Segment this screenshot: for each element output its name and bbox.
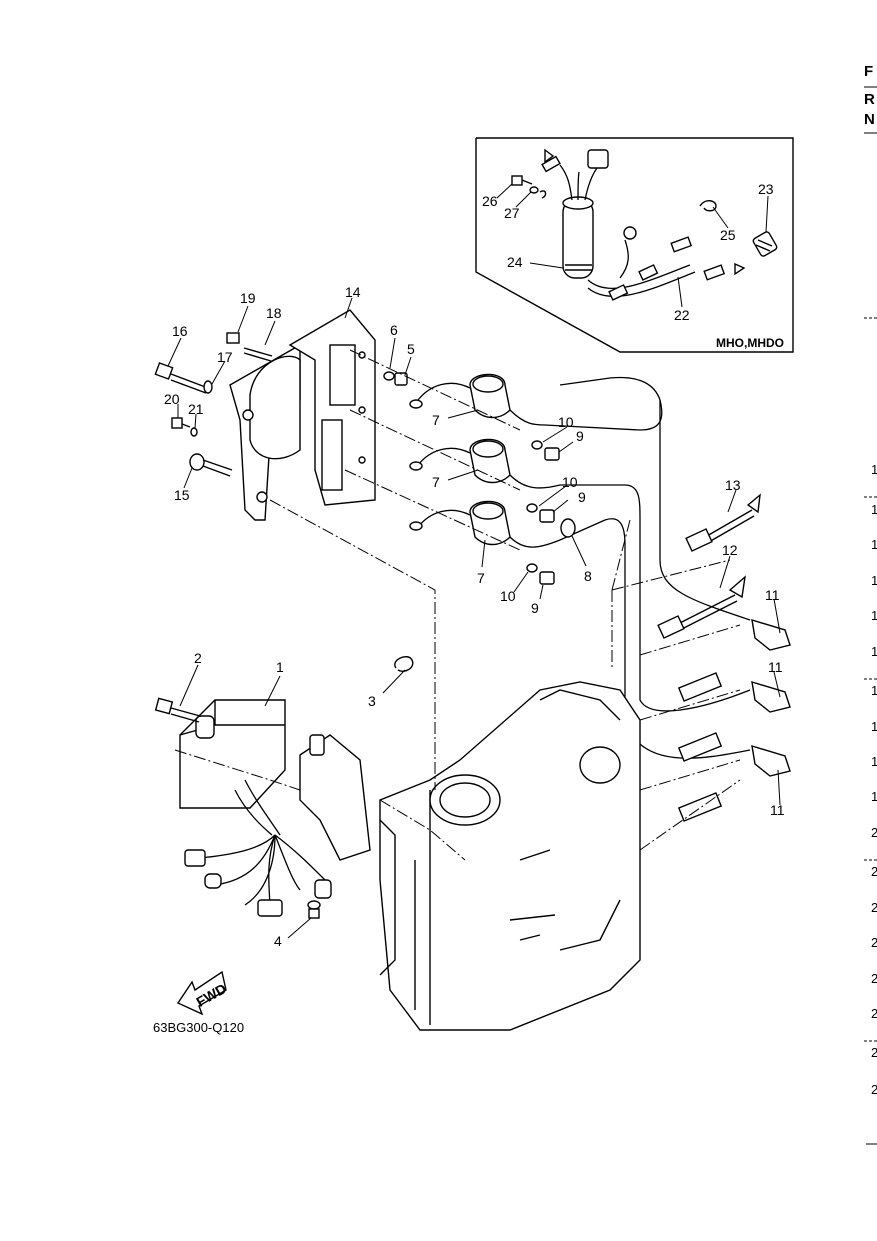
edge-row: 1 xyxy=(871,537,877,552)
callout-13: 13 xyxy=(725,477,741,493)
spark-plugs xyxy=(657,493,791,822)
edge-header-n: N xyxy=(864,111,875,128)
inset-model-tag: MHO,MHDO xyxy=(716,336,784,350)
edge-row: 1 xyxy=(871,462,877,477)
callout-2: 2 xyxy=(194,650,202,666)
edge-row: 1 xyxy=(871,754,877,769)
edge-row: 2 xyxy=(871,825,877,840)
callout-7a: 7 xyxy=(432,412,440,428)
edge-row: 2 xyxy=(871,1045,877,1060)
callout-10a: 10 xyxy=(558,414,574,430)
callout-11a: 11 xyxy=(765,587,780,603)
callout-5: 5 xyxy=(407,341,415,357)
callout-6: 6 xyxy=(390,322,398,338)
callout-9b: 9 xyxy=(578,489,586,505)
edge-row: 2 xyxy=(871,1006,877,1021)
callout-26: 26 xyxy=(482,193,498,209)
engine-block xyxy=(299,681,641,1031)
center-lines xyxy=(174,349,741,861)
callout-1: 1 xyxy=(276,659,284,675)
edge-row: 1 xyxy=(871,789,877,804)
callout-9c: 9 xyxy=(531,600,539,616)
edge-row: 1 xyxy=(871,719,877,734)
callout-8: 8 xyxy=(584,568,592,584)
edge-row: 1 xyxy=(871,644,877,659)
edge-row: 1 xyxy=(871,683,877,698)
callout-4: 4 xyxy=(274,933,282,949)
edge-row: 2 xyxy=(871,900,877,915)
callout-14: 14 xyxy=(345,284,361,300)
callout-10c: 10 xyxy=(500,588,516,604)
edge-row: 2 xyxy=(871,935,877,950)
callout-7c: 7 xyxy=(477,570,485,586)
callout-7b: 7 xyxy=(432,474,440,490)
callout-19: 19 xyxy=(240,290,256,306)
drawing-code: 63BG300-Q120 xyxy=(153,1020,244,1035)
callout-17: 17 xyxy=(217,349,233,365)
callout-23: 23 xyxy=(758,181,774,197)
callout-27: 27 xyxy=(504,205,520,221)
callout-10b: 10 xyxy=(562,474,578,490)
cdi-unit xyxy=(154,656,414,919)
edge-column: F R N 1 1 1 1 1 1 1 1 1 1 2 2 2 2 2 2 2 … xyxy=(864,63,877,1145)
edge-row: 2 xyxy=(871,971,877,986)
edge-header-f: F xyxy=(864,63,873,80)
inset-box xyxy=(475,137,794,353)
callout-22: 22 xyxy=(674,307,690,323)
callout-16: 16 xyxy=(172,323,188,339)
callout-18: 18 xyxy=(266,305,282,321)
callout-12: 12 xyxy=(722,542,738,558)
edge-row: 1 xyxy=(871,502,877,517)
edge-row: 2 xyxy=(871,864,877,879)
callout-25: 25 xyxy=(720,227,736,243)
callout-numbers: 1 2 3 4 5 6 7 7 7 8 9 9 9 10 10 10 11 11… xyxy=(164,181,785,949)
callout-21: 21 xyxy=(188,401,204,417)
fwd-arrow-icon: FWD xyxy=(176,970,229,1016)
callout-3: 3 xyxy=(368,693,376,709)
edge-row: 2 xyxy=(871,1082,877,1097)
callout-11c: 11 xyxy=(770,802,785,818)
edge-header-r: R xyxy=(864,91,875,108)
edge-row: 1 xyxy=(871,573,877,588)
callout-24: 24 xyxy=(507,254,523,270)
leader-lines xyxy=(167,183,781,939)
callout-15: 15 xyxy=(174,487,190,503)
callout-11b: 11 xyxy=(768,659,783,675)
edge-row: 1 xyxy=(871,608,877,623)
callout-20: 20 xyxy=(164,391,180,407)
coil-bracket xyxy=(154,309,376,521)
callout-9a: 9 xyxy=(576,428,584,444)
ignition-coils xyxy=(383,371,641,585)
